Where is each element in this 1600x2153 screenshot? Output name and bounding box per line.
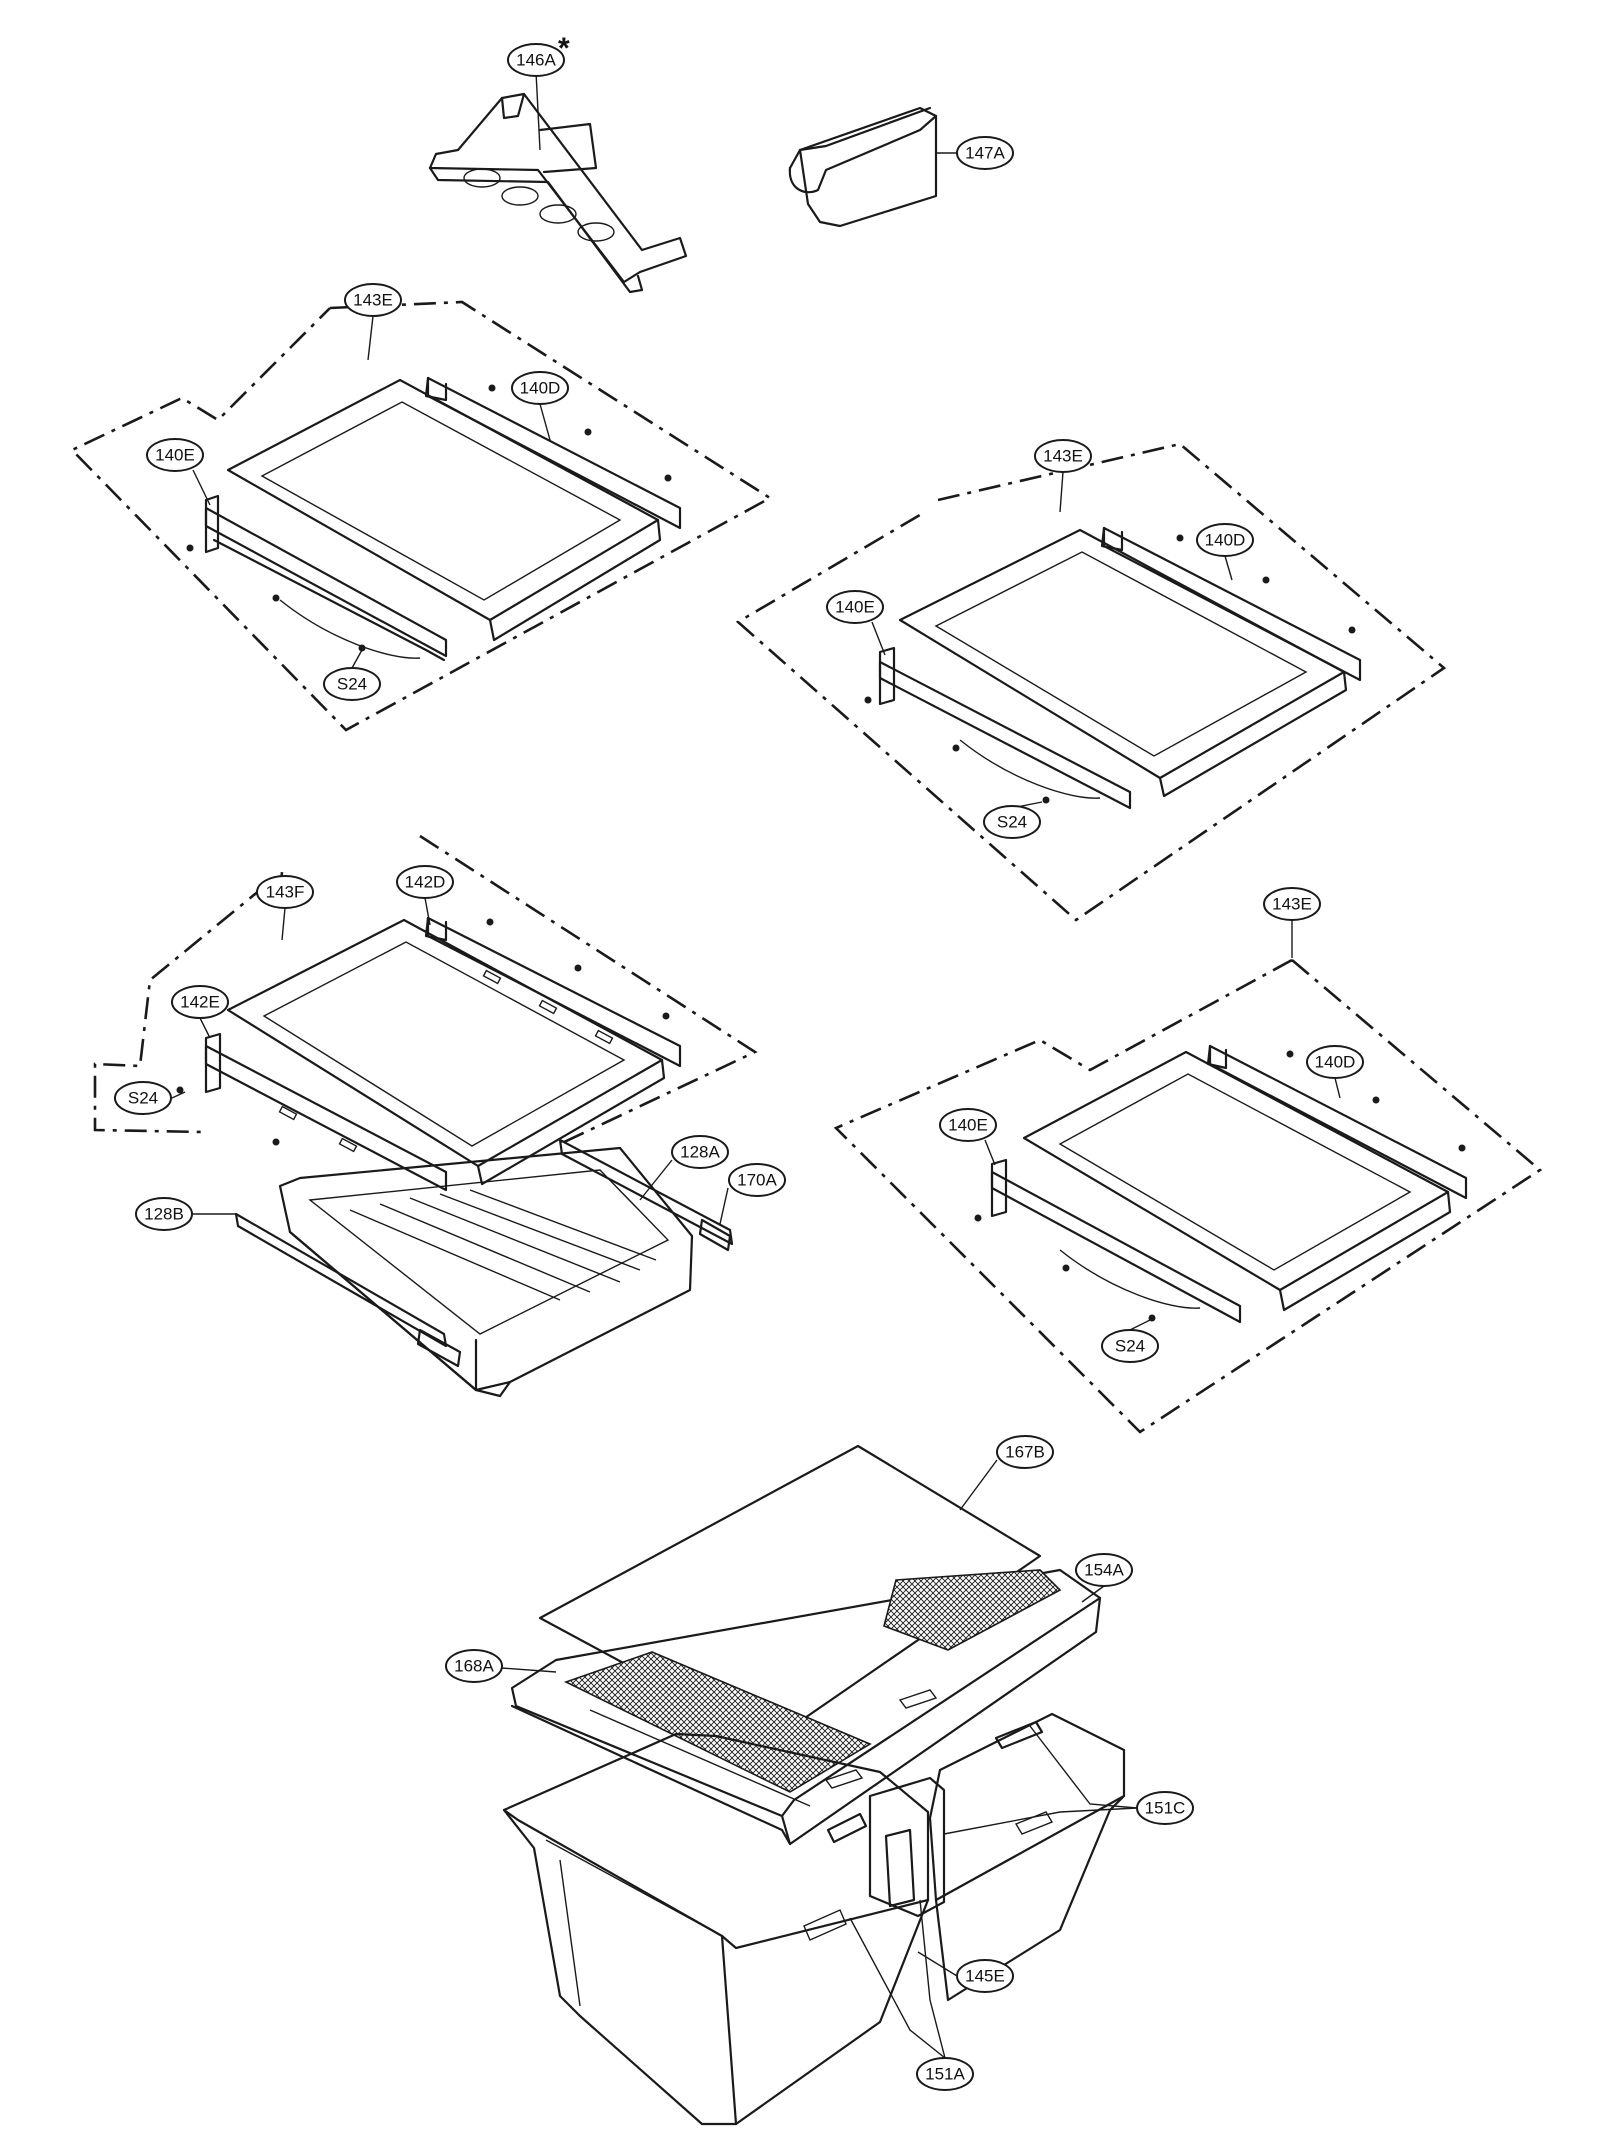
svg-text:143E: 143E bbox=[1043, 447, 1083, 466]
svg-text:140E: 140E bbox=[948, 1116, 988, 1135]
callout-143E-1: 143E bbox=[344, 283, 402, 317]
callout-142E: 142E bbox=[171, 985, 229, 1019]
asterisk-mark: * bbox=[558, 32, 570, 65]
svg-text:143E: 143E bbox=[353, 291, 393, 310]
svg-text:140D: 140D bbox=[1205, 531, 1246, 550]
callout-168A: 168A bbox=[445, 1649, 503, 1683]
svg-text:143E: 143E bbox=[1272, 895, 1312, 914]
callout-128B: 128B bbox=[135, 1197, 193, 1231]
callout-S24-1: S24 bbox=[323, 667, 381, 701]
callout-143E-3: 143E bbox=[1263, 887, 1321, 921]
callout-128A: 128A bbox=[671, 1135, 729, 1169]
callout-142D: 142D bbox=[396, 865, 454, 899]
svg-text:128B: 128B bbox=[144, 1205, 184, 1224]
svg-text:S24: S24 bbox=[1115, 1337, 1145, 1356]
svg-text:S24: S24 bbox=[337, 675, 367, 694]
callout-167B: 167B bbox=[996, 1435, 1054, 1469]
shelf-assembly-1 bbox=[69, 300, 773, 732]
callout-S24-4: S24 bbox=[1101, 1329, 1159, 1363]
callout-154A: 154A bbox=[1075, 1553, 1133, 1587]
callout-151A: 151A bbox=[916, 2057, 974, 2091]
callout-S24-2: S24 bbox=[983, 805, 1041, 839]
svg-text:168A: 168A bbox=[454, 1657, 494, 1676]
svg-text:142E: 142E bbox=[180, 993, 220, 1012]
callout-170A: 170A bbox=[728, 1163, 786, 1197]
callout-S24-3: S24 bbox=[114, 1081, 172, 1115]
svg-text:154A: 154A bbox=[1084, 1561, 1124, 1580]
callout-140E-3: 140E bbox=[939, 1108, 997, 1142]
callout-147A: 147A bbox=[956, 136, 1014, 170]
svg-text:140D: 140D bbox=[1315, 1053, 1356, 1072]
callout-143E-2: 143E bbox=[1034, 439, 1092, 473]
svg-text:151A: 151A bbox=[925, 2065, 965, 2084]
svg-text:140E: 140E bbox=[155, 446, 195, 465]
svg-text:145E: 145E bbox=[965, 1967, 1005, 1986]
callout-140E-2: 140E bbox=[826, 590, 884, 624]
svg-text:S24: S24 bbox=[128, 1089, 158, 1108]
drawer-with-rails bbox=[234, 1138, 734, 1398]
svg-text:146A: 146A bbox=[516, 51, 556, 70]
svg-text:167B: 167B bbox=[1005, 1443, 1045, 1462]
shelf-assembly-4 bbox=[833, 958, 1543, 1434]
svg-text:140E: 140E bbox=[835, 598, 875, 617]
svg-text:S24: S24 bbox=[997, 813, 1027, 832]
svg-text:128A: 128A bbox=[680, 1143, 720, 1162]
shelf-assembly-2 bbox=[735, 442, 1447, 922]
callout-145E: 145E bbox=[956, 1959, 1014, 1993]
callout-140D-2: 140D bbox=[1196, 523, 1254, 557]
svg-text:142D: 142D bbox=[405, 873, 446, 892]
callout-140D-1: 140D bbox=[511, 371, 569, 405]
shelf-assembly-3 bbox=[93, 834, 758, 1192]
crisper-drawers bbox=[502, 1712, 1126, 2126]
bottle-holder-part bbox=[428, 92, 688, 294]
svg-text:140D: 140D bbox=[520, 379, 561, 398]
door-bin-part bbox=[788, 106, 938, 228]
svg-text:143F: 143F bbox=[266, 883, 305, 902]
svg-text:170A: 170A bbox=[737, 1171, 777, 1190]
callout-140E-1: 140E bbox=[146, 438, 204, 472]
crisper-cover-frame bbox=[510, 1568, 1102, 1846]
svg-text:147A: 147A bbox=[965, 144, 1005, 163]
svg-text:151C: 151C bbox=[1145, 1799, 1186, 1818]
callout-146A: 146A bbox=[507, 43, 565, 77]
callout-140D-3: 140D bbox=[1306, 1045, 1364, 1079]
callout-143F: 143F bbox=[256, 875, 314, 909]
callout-151C: 151C bbox=[1136, 1791, 1194, 1825]
